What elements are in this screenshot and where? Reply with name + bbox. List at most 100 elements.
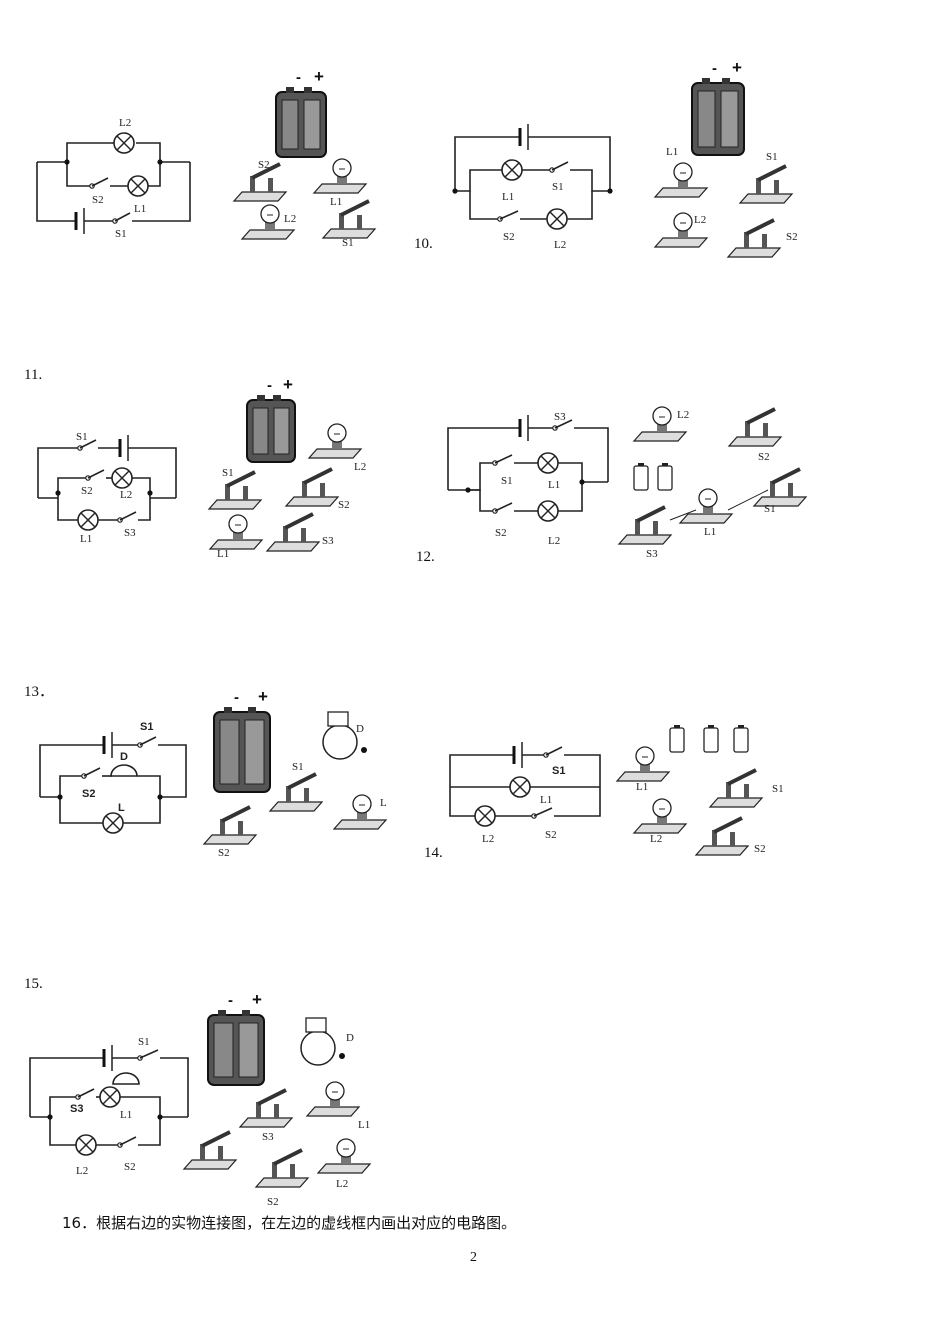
wire bbox=[136, 142, 161, 162]
component-base bbox=[632, 431, 688, 442]
switch-lever bbox=[221, 805, 251, 823]
switch-post bbox=[302, 481, 307, 497]
switch-blade bbox=[87, 469, 105, 479]
switch-post bbox=[220, 819, 225, 835]
bell-head bbox=[305, 1017, 327, 1033]
switch-post bbox=[268, 178, 273, 192]
switch-lever bbox=[303, 467, 333, 485]
dry-cell-terminal bbox=[708, 725, 714, 728]
component-label: S1 bbox=[772, 783, 784, 795]
battery-cell bbox=[219, 719, 240, 785]
bell-striker bbox=[361, 747, 367, 753]
component-base bbox=[694, 845, 750, 856]
battery-terminal bbox=[248, 707, 256, 713]
bell-striker bbox=[339, 1053, 345, 1059]
switch-post bbox=[763, 423, 768, 437]
component-base bbox=[268, 801, 324, 812]
junction-dot bbox=[147, 490, 153, 496]
wire bbox=[468, 489, 495, 512]
component-label: L2 bbox=[482, 833, 494, 845]
component-base bbox=[265, 541, 321, 552]
component-label: S3 bbox=[646, 548, 658, 560]
component-base bbox=[207, 499, 263, 510]
wire bbox=[160, 1057, 189, 1117]
junction-dot bbox=[157, 794, 163, 800]
switch-post bbox=[339, 213, 344, 229]
component-label: L1 bbox=[330, 196, 342, 208]
wire bbox=[567, 191, 593, 220]
switch-post bbox=[744, 784, 749, 798]
wire bbox=[138, 498, 151, 521]
wire bbox=[558, 482, 583, 512]
bulb-glass bbox=[673, 162, 693, 182]
component-label: S3 bbox=[262, 1131, 274, 1143]
bulb-glass bbox=[352, 794, 372, 814]
component-base bbox=[254, 1177, 310, 1188]
bulb-glass bbox=[336, 1138, 356, 1158]
junction-dot bbox=[64, 159, 70, 165]
wire bbox=[454, 136, 520, 191]
battery-terminal bbox=[224, 707, 232, 713]
battery-plus-sign: + bbox=[252, 990, 262, 1009]
wire bbox=[132, 477, 176, 499]
bulb-glass bbox=[228, 514, 248, 534]
switch-post bbox=[218, 1146, 223, 1160]
component-base bbox=[617, 534, 673, 545]
switch-blade bbox=[494, 454, 513, 464]
component-base bbox=[726, 247, 782, 258]
component-base bbox=[208, 539, 264, 550]
component-label: L2 bbox=[554, 239, 566, 251]
component-label: S2 bbox=[92, 194, 104, 206]
component-label: S2 bbox=[267, 1196, 279, 1208]
wire bbox=[38, 477, 88, 499]
lamp-cross bbox=[78, 1137, 94, 1153]
battery-terminal bbox=[242, 1010, 250, 1016]
bulb-glass bbox=[635, 746, 655, 766]
switch-post bbox=[745, 421, 750, 437]
battery-plus-sign: + bbox=[314, 67, 324, 86]
bulb-glass bbox=[332, 158, 352, 178]
component-base bbox=[678, 513, 734, 524]
component-base bbox=[632, 823, 688, 834]
switch-post bbox=[290, 1164, 295, 1178]
switch-lever bbox=[757, 164, 787, 182]
wire bbox=[447, 427, 520, 490]
component-label: D bbox=[120, 751, 128, 763]
battery-terminal bbox=[286, 87, 294, 93]
wire bbox=[137, 775, 161, 797]
switch-blade bbox=[494, 502, 513, 512]
component-label: S2 bbox=[258, 159, 270, 171]
component-base bbox=[653, 237, 709, 248]
bulb-glass bbox=[327, 423, 347, 443]
component-label: L1 bbox=[502, 191, 514, 203]
component-base bbox=[615, 771, 671, 782]
component-label: S3 bbox=[124, 527, 136, 539]
bulb-socket bbox=[337, 176, 347, 184]
battery-cell bbox=[720, 90, 739, 148]
switch-lever bbox=[251, 162, 281, 180]
component-label: L2 bbox=[120, 489, 132, 501]
component-label: S1 bbox=[766, 151, 778, 163]
component-label: S1 bbox=[292, 761, 304, 773]
component-base bbox=[708, 797, 764, 808]
wire bbox=[570, 169, 610, 192]
bulb-socket bbox=[678, 230, 688, 238]
component-label: S2 bbox=[786, 231, 798, 243]
bell-dome bbox=[300, 1030, 336, 1066]
switch-post bbox=[286, 786, 291, 802]
junction-dot bbox=[452, 188, 458, 194]
battery-terminal bbox=[722, 78, 730, 84]
bulb-socket bbox=[703, 506, 713, 514]
component-label: S1 bbox=[342, 237, 354, 249]
junction-dot bbox=[57, 794, 63, 800]
lamp-cross bbox=[540, 503, 556, 519]
dry-cell-terminal bbox=[738, 725, 744, 728]
battery-minus-sign: - bbox=[234, 689, 239, 706]
lamp-cross bbox=[504, 162, 520, 178]
component-base bbox=[312, 183, 368, 194]
dry-cell bbox=[733, 727, 749, 753]
component-label: L1 bbox=[548, 479, 560, 491]
component-label: S2 bbox=[754, 843, 766, 855]
component-label: L1 bbox=[120, 1109, 132, 1121]
component-base bbox=[284, 496, 340, 507]
